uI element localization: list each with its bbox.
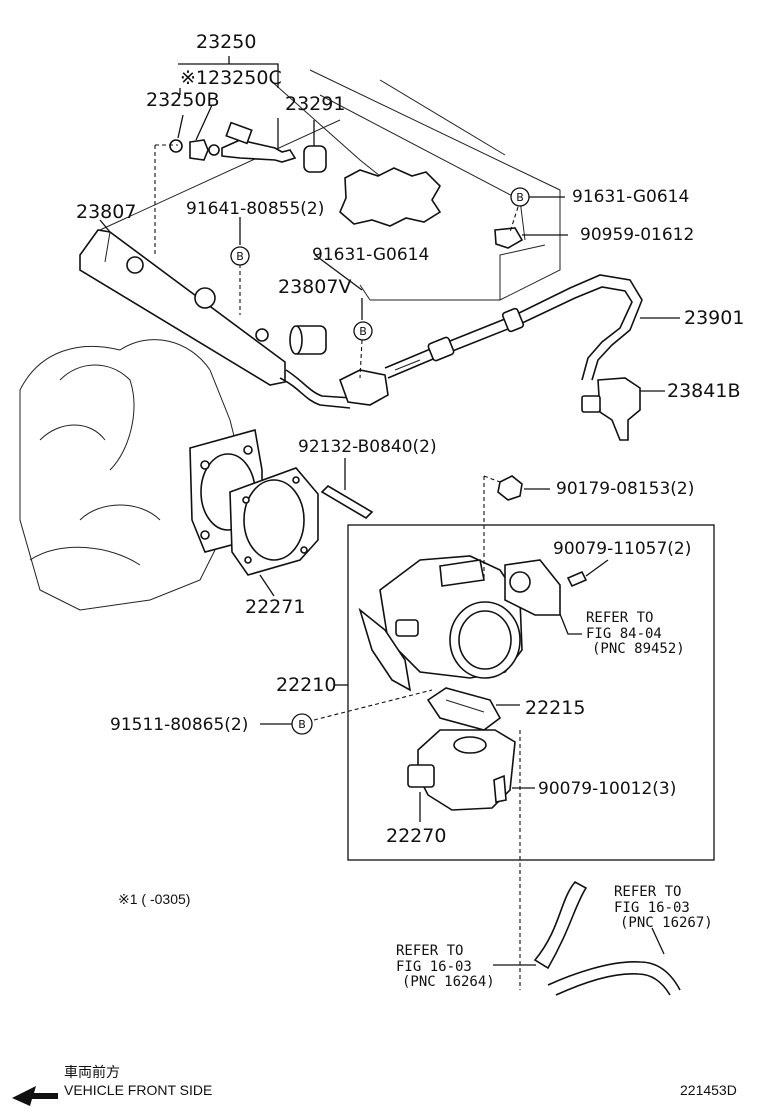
part-label-23250: 23250 (196, 31, 256, 53)
pressure-regulator (289, 325, 327, 355)
part-label-90079-top: 90079-11057(2) (553, 539, 691, 559)
part-label-91641: 91641-80855(2) (186, 199, 324, 219)
part-label-22270: 22270 (386, 825, 446, 847)
svg-text:FIG 16-03: FIG 16-03 (614, 900, 690, 916)
svg-text:FIG 16-03: FIG 16-03 (396, 959, 472, 975)
part-label-90079-bottom: 90079-10012(3) (538, 779, 676, 799)
refer-fig-84-04: REFER TO FIG 84-04 (PNC 89452) (586, 610, 685, 657)
refer-fig-16-03-pnc-16267: REFER TO FIG 16-03 (PNC 16267) (614, 884, 713, 931)
oil-filler-cap (339, 167, 442, 227)
part-label-91631-top: 91631-G0614 (572, 187, 689, 207)
svg-text:(PNC 89452): (PNC 89452) (592, 641, 685, 657)
diagram-id: 221453D (680, 1082, 737, 1098)
fuel-delivery-pipe (79, 229, 353, 409)
tps-screw (566, 570, 588, 588)
fuel-hose-23901 (339, 274, 643, 406)
part-label-90179: 90179-08153(2) (556, 479, 694, 499)
injector-seal (303, 145, 327, 173)
engine-head-outline (99, 69, 561, 301)
throttle-body (358, 555, 523, 692)
part-label-23841b: 23841B (667, 380, 740, 402)
refer-fig-16-03-pnc-16264: REFER TO FIG 16-03 (PNC 16264) (396, 943, 495, 990)
injector-insulator (189, 139, 209, 161)
injector-o-ring (169, 139, 183, 153)
water-by-pass-hose-16264 (533, 880, 588, 970)
part-label-23291: 23291 (285, 93, 345, 115)
iacv-screw (493, 774, 507, 803)
svg-text:B: B (516, 191, 524, 204)
svg-text:(PNC 16264): (PNC 16264) (402, 974, 495, 990)
throttle-body-box (347, 524, 715, 861)
part-label-22271: 22271 (245, 596, 305, 618)
leader-lines (99, 56, 680, 990)
part-label-90959: 90959-01612 (580, 225, 694, 245)
water-by-pass-hose-16267 (547, 961, 681, 996)
part-label-23250c: ※123250C (180, 67, 282, 89)
vsv-valve (581, 377, 641, 441)
part-label-91631-mid: 91631-G0614 (312, 245, 429, 265)
throttle-gasket (229, 467, 319, 576)
bracket-clip (494, 227, 524, 249)
vehicle-front-en: VEHICLE FRONT SIDE (64, 1082, 212, 1098)
nut-90179 (497, 475, 523, 501)
part-label-91511: 91511-80865(2) (110, 715, 248, 735)
svg-text:FIG 84-04: FIG 84-04 (586, 626, 662, 642)
iacv-gasket (426, 687, 502, 731)
bolt-marker-b-3: B (353, 321, 373, 341)
part-label-23250b: 23250B (146, 89, 219, 111)
bolt-marker-b-2: B (230, 246, 250, 266)
vehicle-front-jp: 車両前方 (64, 1064, 120, 1080)
part-label-92132: 92132-B0840(2) (298, 437, 437, 457)
footnote: ※1 ( -0305) (118, 891, 190, 907)
svg-text:B: B (236, 250, 244, 263)
svg-text:REFER TO: REFER TO (614, 884, 681, 900)
part-label-23807: 23807 (76, 201, 136, 223)
part-label-23901: 23901 (684, 307, 744, 329)
part-label-23807v: 23807V (278, 276, 351, 298)
svg-text:B: B (298, 718, 306, 731)
svg-text:(PNC 16267): (PNC 16267) (620, 915, 713, 931)
bolt-marker-b-4: B (291, 713, 313, 735)
svg-text:REFER TO: REFER TO (586, 610, 653, 626)
throttle-position-sensor (504, 559, 561, 616)
svg-text:REFER TO: REFER TO (396, 943, 463, 959)
idle-air-control-valve (407, 729, 516, 811)
part-label-22215: 22215 (525, 697, 585, 719)
svg-text:B: B (359, 325, 367, 338)
part-label-22210: 22210 (276, 674, 336, 696)
bolt-marker-b-1: B (510, 187, 530, 207)
stud-bolt (320, 484, 374, 520)
fuel-injector (208, 121, 297, 163)
front-direction-arrow-icon (12, 1086, 58, 1106)
